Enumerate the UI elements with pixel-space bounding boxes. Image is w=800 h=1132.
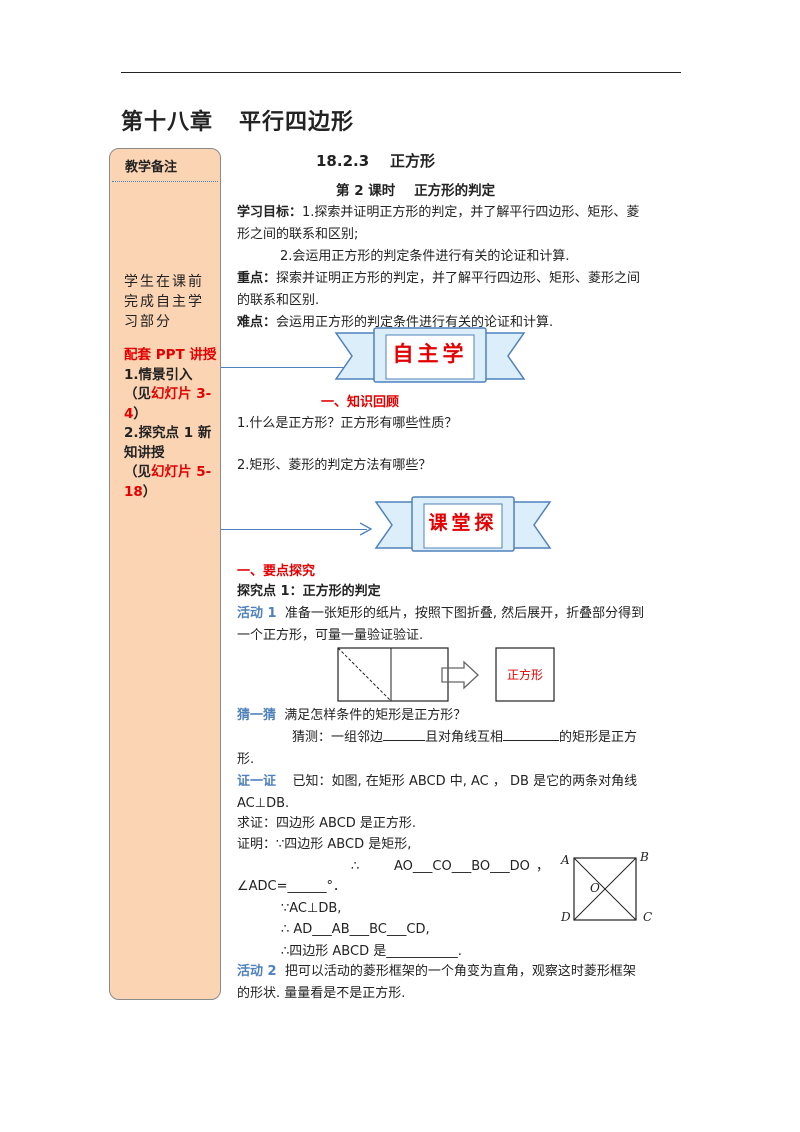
vertex-d: D xyxy=(561,910,571,924)
review-heading: 一、知识回顾 xyxy=(321,395,400,410)
banner-1-text: 自主学 xyxy=(392,342,468,366)
difficult-points: 难点：会运用正方形的判定条件进行有关的论证和计算. xyxy=(237,315,554,330)
sidebar-divider xyxy=(112,181,218,182)
activity-1: 活动 1 准备一张矩形的纸片，按照下图折叠, 然后展开，折叠部分得到 xyxy=(237,606,645,621)
section-title: 18.2.3 正方形 xyxy=(316,152,436,170)
proof-line-5: ∴ AD___AB___BC___CD, xyxy=(281,922,430,937)
proof-section: 证一证 已知：如图, 在矩形 ABCD 中, AC ， DB 是它的两条对角线 xyxy=(237,774,638,789)
chapter-title: 第十八章 平行四边形 xyxy=(121,110,354,135)
arrowhead-icon xyxy=(360,522,372,536)
review-q2: 2.矩形、菱形的判定方法有哪些？ xyxy=(237,458,432,473)
proof-line-6: ∴四边形 ABCD 是___________. xyxy=(281,944,462,959)
proof-line-4: ∵AC⊥DB, xyxy=(281,901,342,916)
classroom-banner xyxy=(374,496,552,552)
proof-line-3: ∠ADC=______°． xyxy=(237,879,347,894)
guess-section: 猜一猜 满足怎样条件的矩形是正方形？ xyxy=(237,708,467,723)
prove-statement: 求证：四边形 ABCD 是正方形. xyxy=(237,816,417,831)
slide-ref-1: 幻灯片 3-4 xyxy=(124,386,212,422)
teaching-notes-sidebar xyxy=(109,148,221,1000)
folding-figure xyxy=(337,647,555,702)
vertex-c: C xyxy=(643,910,653,924)
key-points: 重点：探索并证明正方形的判定，并了解平行四边形、矩形、菱形之间 xyxy=(237,271,641,286)
activity-2: 活动 2 把可以活动的菱形框架的一个角变为直角，观察这时菱形框架 xyxy=(237,964,636,979)
lesson-title: 第 2 课时 正方形的判定 xyxy=(336,183,496,199)
sidebar-note: 学生在课前完成自主学习部分 xyxy=(124,274,204,330)
ppt-item-2: 2.探究点 1 新知讲授 xyxy=(124,425,212,461)
slide-ref-2: 幻灯片 5-18 xyxy=(124,464,212,500)
ppt-item-1: 1.情景引入 xyxy=(124,366,193,383)
proof-line-2: AO___CO___BO___DO xyxy=(394,859,530,874)
header-rule xyxy=(121,72,681,73)
square-label: 正方形 xyxy=(506,668,543,682)
guess-answer: 猜测：一组邻边且对角线互相的矩形是正方 xyxy=(292,730,638,745)
arrow-to-banner-1 xyxy=(221,367,381,368)
square-abcd-figure xyxy=(573,857,637,921)
ppt-label: 配套 PPT 讲授 xyxy=(124,347,217,363)
vertex-b: B xyxy=(640,850,649,864)
vertex-a: A xyxy=(561,853,570,867)
self-study-banner xyxy=(334,327,526,383)
explore-point: 探究点 1：正方形的判定 xyxy=(237,584,381,599)
proof-line-1: 证明：∵四边形 ABCD 是矩形, xyxy=(237,837,412,852)
banner-2-text: 课堂探 xyxy=(428,512,498,534)
center-o: O xyxy=(590,881,600,895)
review-q1: 1.什么是正方形？正方形有哪些性质？ xyxy=(237,416,458,431)
learning-goals: 学习目标：1.探索并证明正方形的判定，并了解平行四边形、矩形、菱 xyxy=(237,205,640,220)
sidebar-title: 教学备注 xyxy=(125,160,178,175)
arrow-to-banner-2 xyxy=(221,529,367,530)
explore-heading: 一、要点探究 xyxy=(237,564,316,579)
sidebar-ppt-guide: 配套 PPT 讲授 1.情景引入 （见幻灯片 3-4） 2.探究点 1 新知讲授… xyxy=(124,347,217,500)
